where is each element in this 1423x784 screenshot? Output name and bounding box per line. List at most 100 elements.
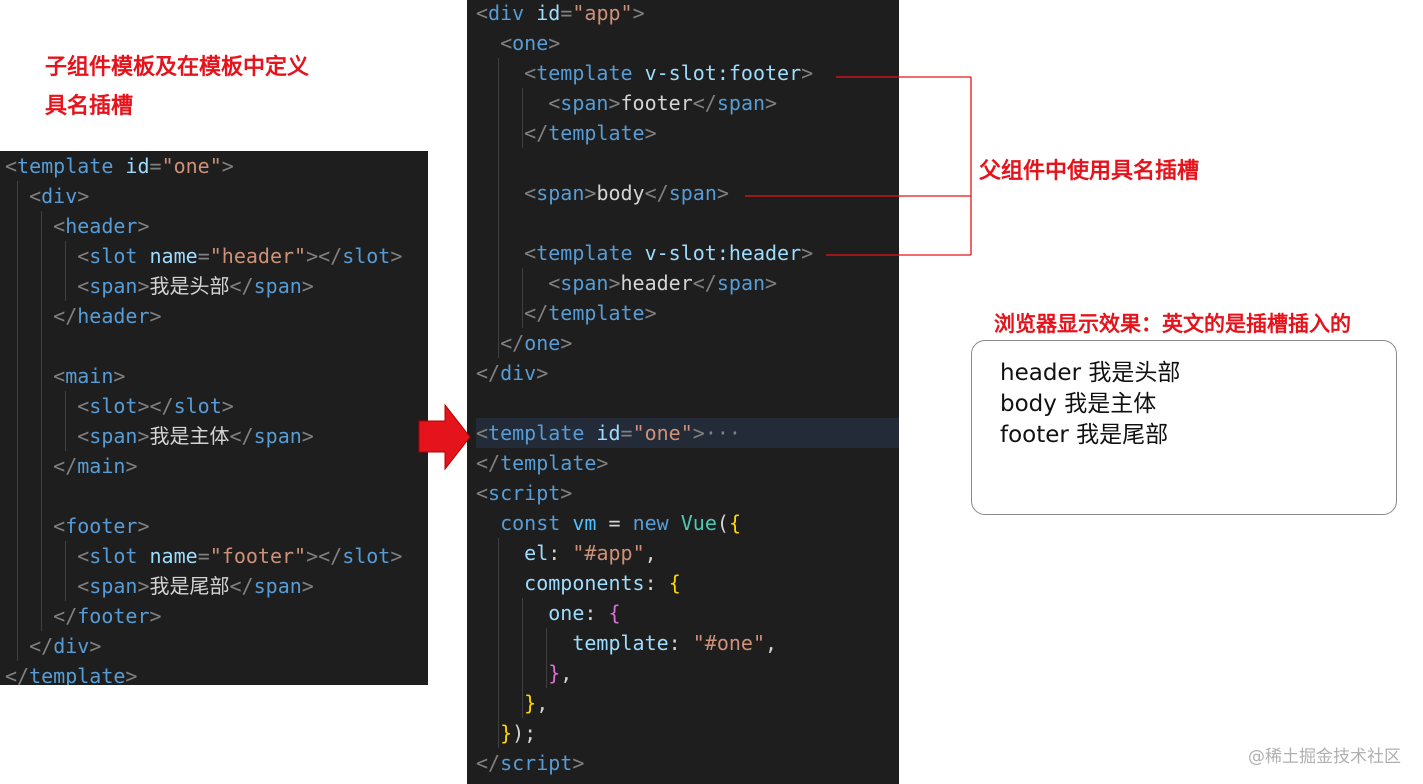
- code-punctuation: </: [229, 274, 254, 298]
- code-text: =: [608, 511, 621, 535]
- result-line-footer: footer 我是尾部: [1000, 422, 1169, 448]
- code-tag-name: div: [488, 1, 525, 25]
- code-punctuation: <: [77, 394, 90, 418]
- code-tag-name: template: [536, 241, 633, 265]
- code-punctuation: =: [149, 154, 162, 178]
- code-punctuation: <: [524, 61, 537, 85]
- code-punctuation: </: [476, 451, 501, 475]
- code-text: 我是尾部: [149, 574, 230, 598]
- code-text: ,: [560, 661, 573, 685]
- code-tag-name: template: [17, 154, 114, 178]
- code-attribute: name: [149, 244, 198, 268]
- code-text: header: [620, 271, 693, 295]
- parent-usage-code-lines: <div id="app"> <one> <template v-slot:fo…: [467, 0, 899, 778]
- code-text: body: [596, 181, 645, 205]
- code-tag-name: slot: [89, 244, 138, 268]
- code-tag-name: span: [253, 424, 302, 448]
- code-line: components: {: [476, 568, 899, 598]
- code-punctuation: >: [149, 604, 162, 628]
- code-punctuation: <: [548, 91, 561, 115]
- code-tag-name: span: [716, 271, 766, 295]
- code-punctuation: >: [125, 664, 138, 685]
- code-line: </template>: [476, 298, 899, 328]
- code-tag-name: one: [512, 31, 549, 55]
- code-tag-name: span: [89, 574, 138, 598]
- code-line: </main>: [5, 451, 428, 481]
- code-line: <span>我是尾部</span>: [5, 571, 428, 601]
- code-punctuation: </: [524, 121, 549, 145]
- code-punctuation: >: [644, 301, 657, 325]
- code-punctuation: </: [53, 304, 78, 328]
- code-attribute: name: [149, 544, 198, 568]
- code-punctuation: >: [301, 424, 314, 448]
- code-property: el: [524, 541, 549, 565]
- code-line: </footer>: [5, 601, 428, 631]
- code-tag-name: slot: [89, 394, 138, 418]
- code-punctuation: >: [137, 214, 150, 238]
- code-line: el: "#app",: [476, 538, 899, 568]
- code-text: :: [644, 571, 669, 595]
- code-punctuation: =: [197, 544, 210, 568]
- code-line: <script>: [476, 478, 899, 508]
- code-punctuation: >: [608, 91, 621, 115]
- code-punctuation: >: [113, 364, 126, 388]
- code-text: :: [668, 631, 693, 655]
- code-punctuation: <: [476, 421, 489, 445]
- code-line: template: "#one",: [476, 628, 899, 658]
- child-template-caption-line-2: 具名插槽: [45, 94, 134, 119]
- indent-guide: [546, 628, 547, 688]
- code-line: <span>我是主体</span>: [5, 421, 428, 451]
- code-tag-name: span: [668, 181, 717, 205]
- code-punctuation: </: [644, 181, 669, 205]
- code-punctuation: <: [29, 184, 42, 208]
- code-tag-name: template: [488, 421, 585, 445]
- code-attribute: v-slot:footer: [644, 61, 802, 85]
- code-line: </header>: [5, 301, 428, 331]
- code-line: </div>: [476, 358, 899, 388]
- code-line: <one>: [476, 28, 899, 58]
- code-brace: {: [668, 571, 681, 595]
- code-tag-name: span: [716, 91, 766, 115]
- indent-guide: [41, 211, 42, 631]
- code-text: :: [584, 601, 609, 625]
- code-text: ,: [765, 631, 778, 655]
- code-tag-name: one: [524, 331, 561, 355]
- child-template-caption: 子组件模板及在模板中定义 具名插槽: [45, 57, 309, 118]
- code-punctuation: <: [548, 271, 561, 295]
- code-text: (: [716, 511, 729, 535]
- code-punctuation: </: [29, 634, 54, 658]
- code-punctuation: >: [560, 331, 573, 355]
- code-punctuation: <: [77, 424, 90, 448]
- code-punctuation: >: [801, 61, 814, 85]
- code-tag-name: span: [89, 424, 138, 448]
- code-punctuation: >: [301, 274, 314, 298]
- code-tag-name: header: [65, 214, 138, 238]
- code-punctuation: <: [53, 364, 66, 388]
- code-line: },: [476, 688, 899, 718]
- code-punctuation: >: [125, 454, 138, 478]
- code-line: <header>: [5, 211, 428, 241]
- code-punctuation: =: [560, 1, 573, 25]
- code-property: one: [548, 601, 585, 625]
- code-tag-name: script: [488, 481, 561, 505]
- code-punctuation: </: [692, 271, 717, 295]
- code-punctuation: >: [221, 394, 234, 418]
- code-line: <template id="one">···: [476, 418, 899, 448]
- code-string: "footer": [209, 544, 307, 568]
- code-punctuation: >: [390, 544, 403, 568]
- code-punctuation: <: [524, 181, 537, 205]
- code-folded-ellipsis: ···: [704, 421, 741, 445]
- code-tag-name: footer: [77, 604, 150, 628]
- result-line-header: header 我是头部: [1000, 360, 1181, 386]
- code-punctuation: >: [716, 181, 729, 205]
- code-tag-name: span: [253, 574, 302, 598]
- code-attribute: v-slot:header: [644, 241, 802, 265]
- code-string: "#app": [572, 541, 645, 565]
- code-punctuation: >: [572, 751, 585, 775]
- code-punctuation: >: [644, 121, 657, 145]
- code-tag-name: main: [65, 364, 114, 388]
- code-line: <slot></slot>: [5, 391, 428, 421]
- code-punctuation: >: [608, 271, 621, 295]
- code-keyword: const: [500, 511, 561, 535]
- code-punctuation: =: [197, 244, 210, 268]
